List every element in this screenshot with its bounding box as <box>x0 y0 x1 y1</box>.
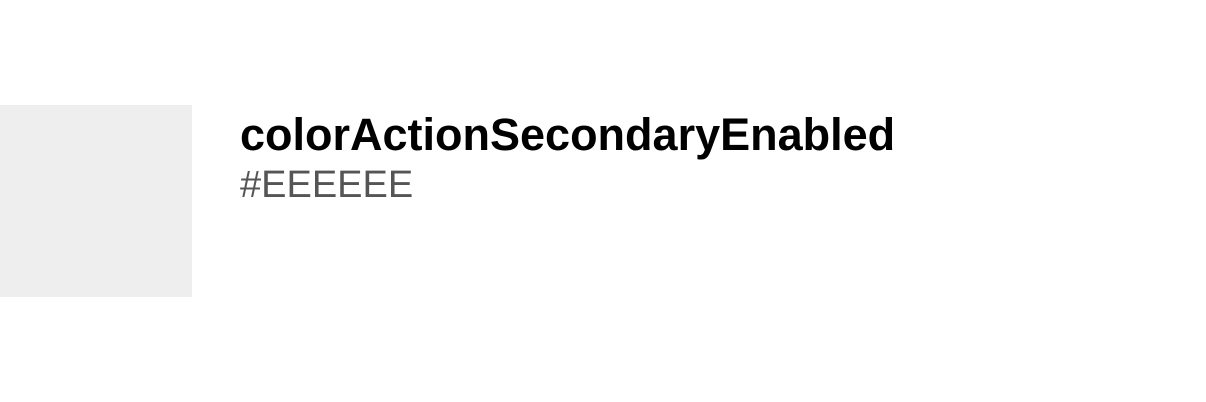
token-hex-value: #EEEEEE <box>240 164 414 206</box>
token-info: colorActionSecondaryEnabled #EEEEEE <box>240 108 1180 208</box>
token-name: colorActionSecondaryEnabled <box>240 109 896 160</box>
color-swatch <box>0 105 192 297</box>
